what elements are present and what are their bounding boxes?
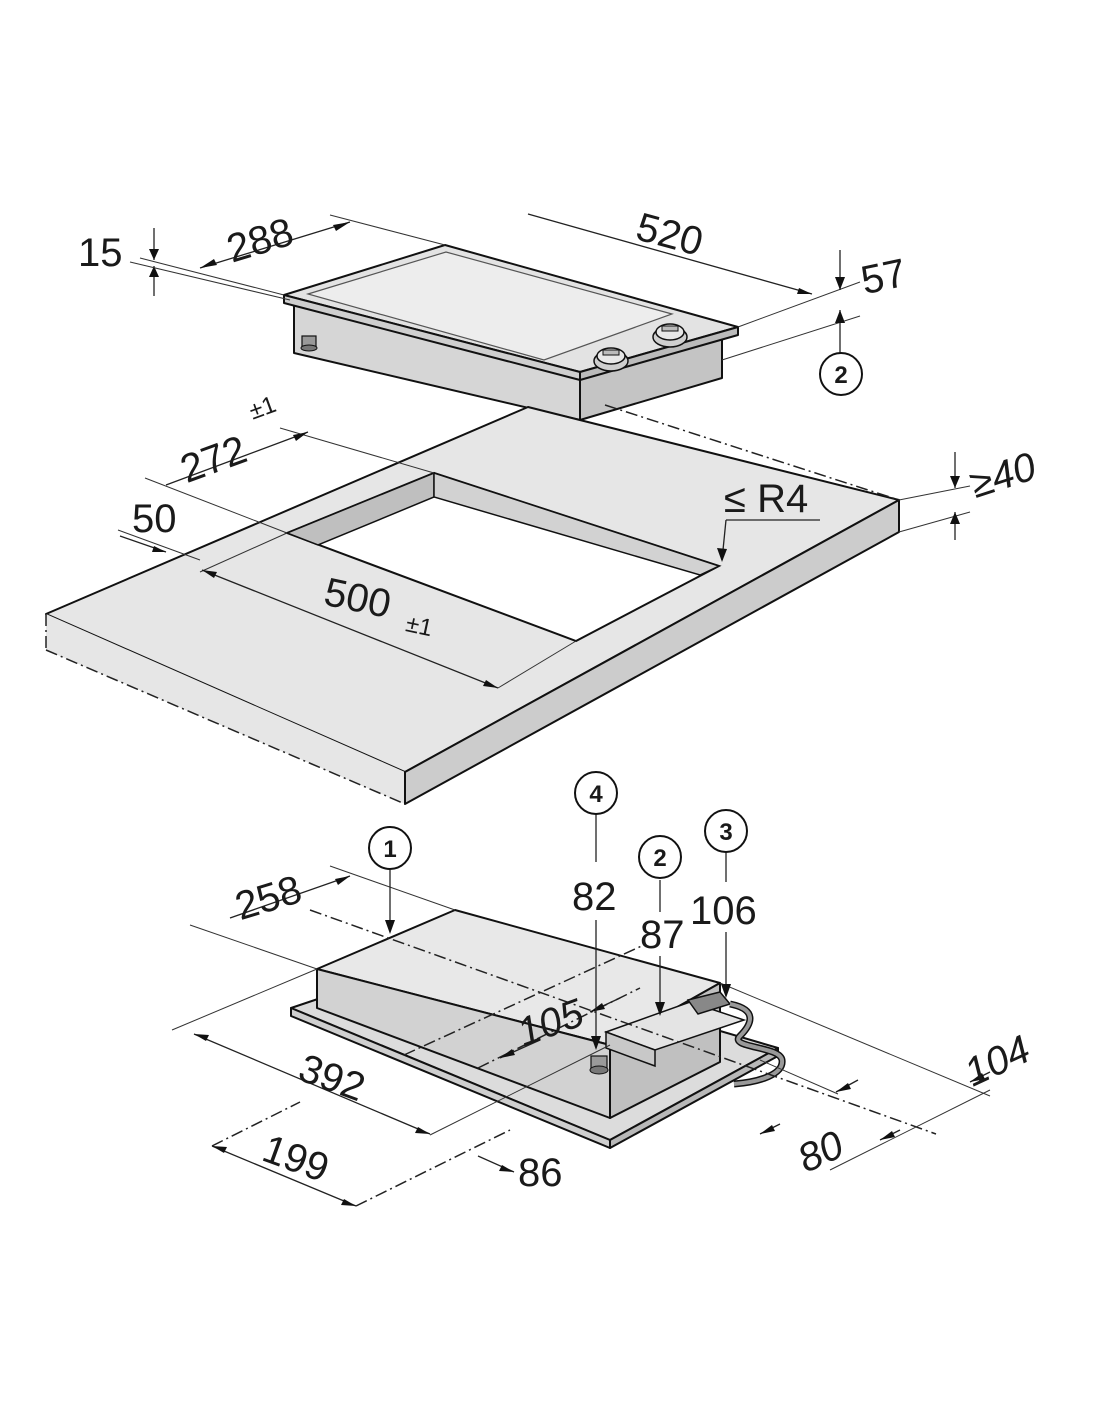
worktop-dimension-lines xyxy=(117,427,971,689)
dim-520: 520 xyxy=(632,205,708,265)
dim-80: 80 xyxy=(791,1123,850,1182)
svg-text:2: 2 xyxy=(834,362,847,389)
callout-1: 1 xyxy=(368,826,412,870)
dim-15: 15 xyxy=(78,231,123,275)
svg-text:2: 2 xyxy=(653,845,666,872)
worktop-front-edge xyxy=(46,614,405,804)
dim-40: ≥40 xyxy=(965,444,1042,506)
appliance-group: 15 288 520 57 2 xyxy=(78,205,910,421)
dim-500-tolerance: ±1 xyxy=(403,610,435,642)
dim-87: 87 xyxy=(640,913,685,957)
svg-text:3: 3 xyxy=(719,819,732,846)
underside-group: 1 4 2 3 258 82 87 106 105 104 392 199 86… xyxy=(171,771,1037,1207)
callout-2-bottom: 2 xyxy=(638,835,682,879)
callout-3: 3 xyxy=(704,809,748,853)
dim-272: 272 xyxy=(175,428,253,492)
dim-199: 199 xyxy=(257,1127,335,1191)
dim-258: 258 xyxy=(230,867,307,929)
underside-dimension-lines xyxy=(171,865,991,1207)
underside-foot xyxy=(589,1055,609,1075)
knob-right xyxy=(652,323,688,348)
appliance-foot xyxy=(300,335,318,352)
dim-82: 82 xyxy=(572,875,617,919)
dim-392: 392 xyxy=(293,1046,371,1110)
svg-text:1: 1 xyxy=(383,836,396,863)
dim-57: 57 xyxy=(857,251,910,303)
svg-text:4: 4 xyxy=(589,781,603,808)
dim-86: 86 xyxy=(518,1151,563,1195)
worktop-group: 272 ±1 50 500 ±1 ≤ R4 ≥40 xyxy=(45,391,1042,805)
cooking-surface xyxy=(305,251,674,361)
callout-4: 4 xyxy=(574,771,618,815)
cable-connector xyxy=(686,991,786,1088)
dim-272-tolerance: ±1 xyxy=(246,391,280,425)
cutout-wall-right xyxy=(433,471,722,576)
appliance-dimension-lines xyxy=(129,213,861,361)
dim-288: 288 xyxy=(222,210,299,272)
callout-2-top: 2 xyxy=(819,352,863,396)
dim-106: 106 xyxy=(690,889,757,933)
dim-r4: ≤ R4 xyxy=(724,477,808,521)
knob-left xyxy=(593,347,629,372)
dim-50: 50 xyxy=(132,497,177,541)
underside-block-side xyxy=(605,1030,656,1068)
dim-104: 104 xyxy=(958,1027,1037,1095)
